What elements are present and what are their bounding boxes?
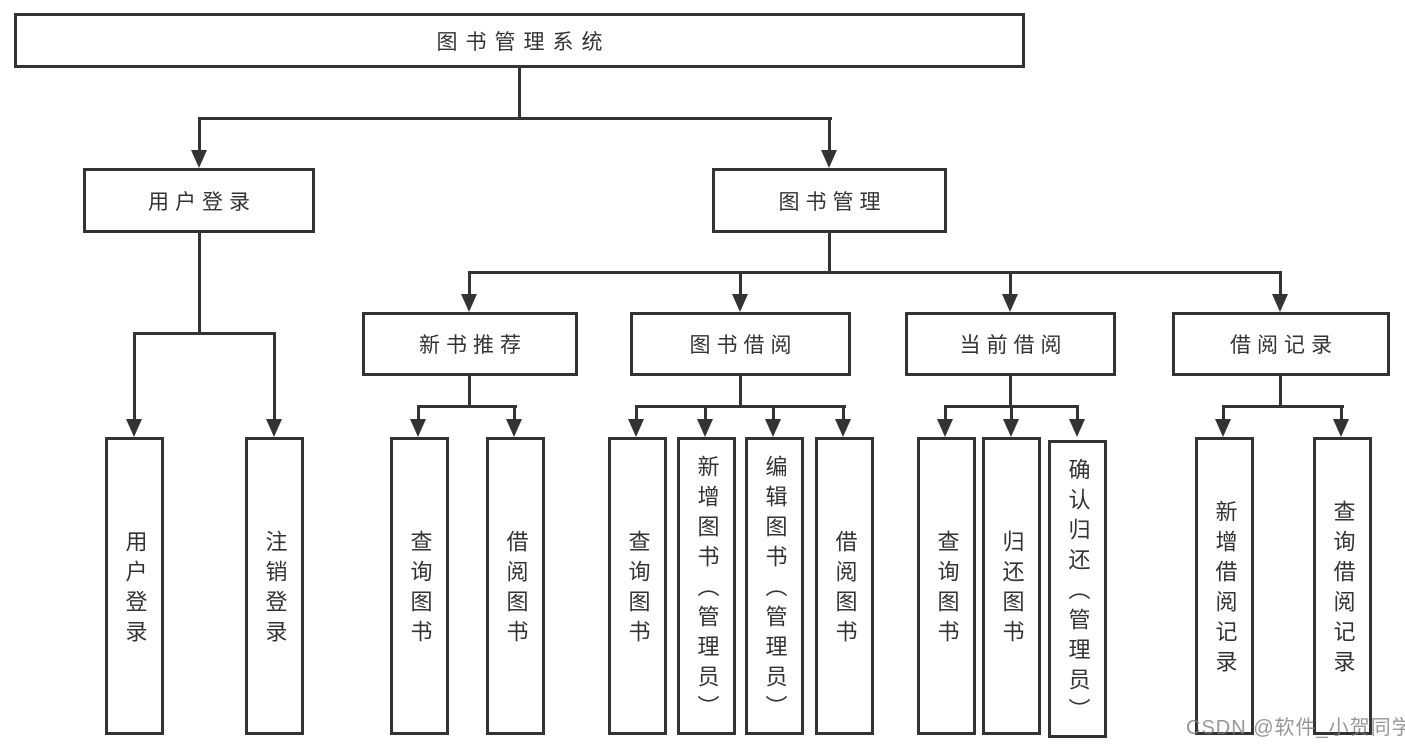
node-book-management: 图书管理 [712,168,947,233]
connector-to-borrow-records [1279,271,1282,298]
connector-level2-rail [198,117,832,120]
arrow-leaf-bb-borrow-icon [835,419,851,437]
leaf-bb-edit-books-admin-label: 编辑图书（管理员） [762,455,788,725]
connector-to-user-login [198,117,201,154]
arrow-leaf-cb-confirm-icon [1069,419,1085,437]
watermark: CSDN @软件_小贺同学 [1186,717,1405,739]
arrow-to-borrow-records-icon [1272,294,1288,312]
connector-leaf-nb-borrow [513,405,516,421]
connector-to-new-book [468,271,471,298]
leaf-cb-confirm-return-admin: 确认归还（管理员） [1048,440,1107,738]
leaf-br-query-record-label: 查询借阅记录 [1330,500,1356,680]
node-library-system: 图书管理系统 [14,13,1025,68]
node-user-login-branch: 用户登录 [83,168,315,233]
connector-leaf-cb-confirm [1076,405,1079,421]
arrow-to-user-login-icon [191,150,207,168]
leaf-nb-query-books-label: 查询图书 [407,530,433,650]
connector-leaf-bb-edit [772,405,775,421]
connector-leaf-nb-query [417,405,420,421]
connector-to-leaf-user-login [133,332,136,421]
leaf-br-add-record-label: 新增借阅记录 [1212,500,1238,680]
connector-level3-rail [469,271,1282,274]
connector-user-login-stem [198,233,201,335]
connector-leaf-cb-return [1010,405,1013,421]
leaf-cb-confirm-return-admin-label: 确认归还（管理员） [1065,458,1091,728]
leaf-nb-borrow-books: 借阅图书 [486,437,545,735]
leaf-bb-query-books: 查询图书 [608,437,667,735]
arrow-leaf-bb-add-icon [697,419,713,437]
node-library-system-label: 图书管理系统 [436,30,611,54]
connector-to-current-borrow [1009,271,1012,298]
arrow-to-book-mgmt-icon [821,150,837,168]
leaf-bb-add-books-admin-label: 新增图书（管理员） [694,455,720,725]
connector-book-borrow-stem [739,376,742,408]
connector-new-book-rail [418,405,517,408]
leaf-nb-query-books: 查询图书 [390,437,449,735]
arrow-leaf-br-add-icon [1215,419,1231,437]
arrow-leaf-bb-query-icon [628,419,644,437]
leaf-user-login-label: 用户登录 [122,530,148,650]
connector-current-borrow-stem [1009,376,1012,408]
arrow-to-current-borrow-icon [1002,294,1018,312]
connector-leaf-br-add [1222,405,1225,421]
node-borrow-records: 借阅记录 [1172,312,1390,376]
leaf-logout-label: 注销登录 [262,530,288,650]
arrow-to-leaf-user-login-icon [126,419,142,437]
arrow-leaf-cb-query-icon [937,419,953,437]
node-new-book-recommend: 新书推荐 [362,312,578,376]
arrow-leaf-bb-edit-icon [765,419,781,437]
leaf-cb-return-books-label: 归还图书 [999,530,1025,650]
arrow-to-book-borrow-icon [732,294,748,312]
node-borrow-records-label: 借阅记录 [1230,334,1338,357]
leaf-user-login: 用户登录 [105,437,164,735]
leaf-logout: 注销登录 [245,437,304,735]
leaf-bb-borrow-books: 借阅图书 [815,437,874,735]
connector-borrow-records-rail [1223,405,1344,408]
connector-borrow-records-stem [1279,376,1282,408]
connector-book-borrow-rail [636,405,846,408]
leaf-bb-edit-books-admin: 编辑图书（管理员） [745,437,804,735]
connector-book-mgmt-stem [828,233,831,274]
connector-leaf-bb-add [704,405,707,421]
arrow-leaf-nb-borrow-icon [506,419,522,437]
connector-new-book-stem [468,376,471,408]
leaf-bb-borrow-books-label: 借阅图书 [832,530,858,650]
leaf-br-query-record: 查询借阅记录 [1313,437,1372,735]
arrow-to-new-book-icon [461,294,477,312]
arrow-leaf-br-query-icon [1333,419,1349,437]
connector-user-login-rail [133,332,276,335]
leaf-cb-query-books: 查询图书 [917,437,976,735]
arrow-to-leaf-logout-icon [266,419,282,437]
arrow-leaf-nb-query-icon [410,419,426,437]
node-current-borrowing-label: 当前借阅 [959,334,1068,357]
connector-to-book-borrow [739,271,742,298]
leaf-bb-query-books-label: 查询图书 [625,530,651,650]
arrow-leaf-cb-return-icon [1003,419,1019,437]
connector-leaf-bb-borrow [842,405,845,421]
leaf-nb-borrow-books-label: 借阅图书 [503,530,529,650]
node-user-login-branch-label: 用户登录 [148,190,256,214]
connector-to-leaf-logout [273,332,276,421]
leaf-bb-add-books-admin: 新增图书（管理员） [677,437,736,735]
connector-leaf-cb-query [944,405,947,421]
node-book-borrowing: 图书借阅 [630,312,851,376]
node-current-borrowing: 当前借阅 [905,312,1116,376]
connector-leaf-bb-query [635,405,638,421]
connector-to-book-mgmt [828,117,831,154]
connector-leaf-br-query [1340,405,1343,421]
node-new-book-recommend-label: 新书推荐 [419,334,527,357]
leaf-cb-query-books-label: 查询图书 [934,530,960,650]
leaf-br-add-record: 新增借阅记录 [1195,437,1254,735]
node-book-borrowing-label: 图书借阅 [689,334,798,357]
node-book-management-label: 图书管理 [778,190,887,214]
leaf-cb-return-books: 归还图书 [982,437,1041,735]
connector-root-stem [518,68,521,118]
